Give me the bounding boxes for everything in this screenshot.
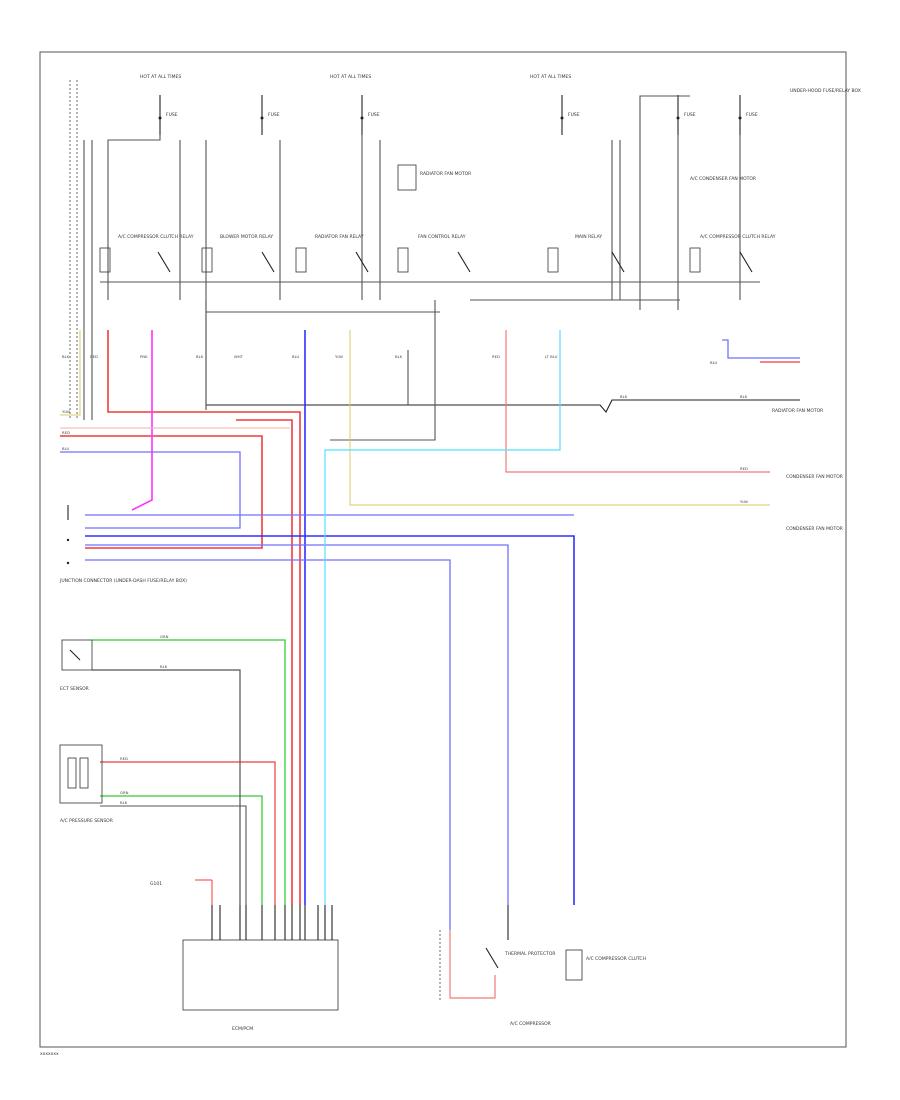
svg-text:FUSE: FUSE	[684, 112, 696, 118]
svg-text:A/C COMPRESSOR CLUTCH RELAY: A/C COMPRESSOR CLUTCH RELAY	[700, 234, 776, 240]
wire-label-red-5: RED	[120, 756, 128, 761]
svg-text:FUSE: FUSE	[268, 112, 280, 118]
relay-blower: BLOWER MOTOR RELAY	[201, 234, 275, 273]
red-wire-3	[236, 419, 293, 905]
yellow-wire-1	[60, 330, 81, 416]
right-label-2: CONDENSER FAN MOTOR	[786, 474, 843, 480]
svg-text:A/C COMPRESSOR: A/C COMPRESSOR	[510, 1021, 551, 1027]
wire-label-ylw-3: YLW	[62, 409, 70, 414]
svg-text:RADIATOR FAN RELAY: RADIATOR FAN RELAY	[315, 234, 364, 240]
wire-label-ylw-1: YLW	[335, 354, 343, 359]
svg-text:FAN CONTROL RELAY: FAN CONTROL RELAY	[418, 234, 466, 240]
svg-text:JUNCTION CONNECTOR (UNDER-DASH: JUNCTION CONNECTOR (UNDER-DASH FUSE/RELA…	[59, 578, 187, 584]
green-wire-1	[92, 639, 286, 905]
svg-text:A/C PRESSURE SENSOR: A/C PRESSURE SENSOR	[60, 818, 113, 824]
svg-text:THERMAL PROTECTOR: THERMAL PROTECTOR	[504, 951, 556, 957]
blk-down-2	[330, 300, 436, 441]
blue-wire-2	[85, 535, 575, 905]
radiator-fan-motor-box	[397, 164, 417, 191]
wire-label-red-2: RED	[492, 354, 500, 359]
wire-label-red-3: RED	[740, 466, 748, 471]
red-wire-1	[107, 330, 301, 905]
wire-label-ylw-2: YLW	[740, 499, 748, 504]
wire-label-pnk-1: PNK	[140, 354, 148, 359]
right-label-1: RADIATOR FAN MOTOR	[772, 408, 823, 414]
hot-label-3: HOT AT ALL TIMES	[530, 74, 571, 80]
svg-text:MAIN RELAY: MAIN RELAY	[575, 234, 602, 240]
right-label-3: CONDENSER FAN MOTOR	[786, 526, 843, 532]
violet-wire-4	[85, 544, 509, 905]
wire-label-grn-2: GRN	[120, 790, 129, 795]
relay-radiator: RADIATOR FAN RELAY	[295, 234, 369, 273]
wire-label-red-1: RED	[90, 354, 98, 359]
wire-label-blk-6: BLK	[160, 664, 168, 669]
relay-main: MAIN RELAY	[547, 234, 625, 273]
cyan-wire	[324, 330, 561, 905]
wire-label-blu-3: BLU	[62, 446, 70, 451]
svg-text:BLOWER MOTOR RELAY: BLOWER MOTOR RELAY	[220, 234, 273, 240]
pink-wire-right	[505, 330, 770, 473]
blk-wire-pressure	[100, 805, 247, 905]
wire-label-wht-1: WHT	[234, 354, 244, 359]
ground-bus	[206, 399, 800, 413]
relay-ac-compressor-2: A/C COMPRESSOR CLUTCH RELAY	[689, 234, 776, 273]
footer-code: xxxxxxx	[40, 1052, 59, 1057]
svg-text:A/C COMPRESSOR CLUTCH: A/C COMPRESSOR CLUTCH	[586, 956, 646, 962]
wire-label-blu-1: BLU	[292, 354, 300, 359]
ac-pressure-sensor: A/C PRESSURE SENSOR	[59, 744, 113, 824]
fuse-2: FUSE	[260, 95, 280, 135]
diagram-frame	[39, 51, 847, 1048]
wire-label-blk-3: BLK	[395, 354, 403, 359]
junction-connector: JUNCTION CONNECTOR (UNDER-DASH FUSE/RELA…	[59, 505, 187, 584]
wire-label-blk-4: BLK	[620, 394, 628, 399]
hot-label-1: HOT AT ALL TIMES	[140, 74, 181, 80]
wire-label-blk-5: BLK	[740, 394, 748, 399]
svg-text:ECT SENSOR: ECT SENSOR	[60, 686, 89, 692]
ecm-pcm: ECM/PCM	[182, 939, 339, 1032]
hot-label-2: HOT AT ALL TIMES	[330, 74, 371, 80]
violet-wire-3	[85, 559, 451, 930]
ect-sensor: ECT SENSOR	[60, 639, 93, 692]
relay-fan-control: FAN CONTROL RELAY	[397, 234, 471, 273]
relay-ac-compressor-1: A/C COMPRESSOR CLUTCH RELAY	[99, 234, 194, 273]
fuse-3: FUSE	[360, 95, 380, 135]
wire-label-blk-1: BLK	[62, 354, 70, 359]
wire-label-blu-2: BLU	[710, 360, 718, 365]
feed-1	[107, 135, 161, 300]
fuse-5: FUSE	[676, 95, 696, 135]
magenta-wire	[131, 330, 153, 511]
under-hood-box-label: UNDER-HOOD FUSE/RELAY BOX	[790, 88, 861, 94]
violet-wire-top-right	[722, 339, 800, 359]
ground-label: G101	[150, 881, 162, 887]
wire-label-red-4: RED	[62, 430, 70, 435]
top-bus-right	[639, 95, 690, 310]
yellow-wire-2	[349, 330, 770, 506]
svg-text:FUSE: FUSE	[568, 112, 580, 118]
fuse-4: FUSE	[560, 95, 580, 135]
wire-label-blk-7: BLK	[120, 800, 128, 805]
svg-text:FUSE: FUSE	[746, 112, 758, 118]
svg-text:FUSE: FUSE	[166, 112, 178, 118]
red-wire-2	[60, 435, 263, 549]
svg-text:ECM/PCM: ECM/PCM	[232, 1026, 253, 1032]
wire-label-grn-1: GRN	[160, 634, 169, 639]
fuse-1: FUSE	[158, 95, 178, 135]
wire-label-ltblu-1: LT BLU	[545, 354, 558, 359]
blk-wire-ect	[92, 669, 241, 905]
fuse-6: FUSE	[738, 95, 758, 135]
ac-compressor: THERMAL PROTECTOR A/C COMPRESSOR CLUTCH …	[439, 905, 646, 1027]
red-wire-ect	[100, 761, 276, 905]
svg-text:FUSE: FUSE	[368, 112, 380, 118]
ecm-pin-stubs	[211, 905, 333, 940]
green-wire-2	[100, 795, 263, 905]
violet-wire-1	[60, 451, 241, 529]
wire-label-blk-2: BLK	[196, 354, 204, 359]
radiator-fan-motor-label: RADIATOR FAN MOTOR	[420, 171, 471, 177]
ac-condenser-fan-label: A/C CONDENSER FAN MOTOR	[690, 176, 756, 182]
svg-text:A/C COMPRESSOR CLUTCH RELAY: A/C COMPRESSOR CLUTCH RELAY	[118, 234, 194, 240]
